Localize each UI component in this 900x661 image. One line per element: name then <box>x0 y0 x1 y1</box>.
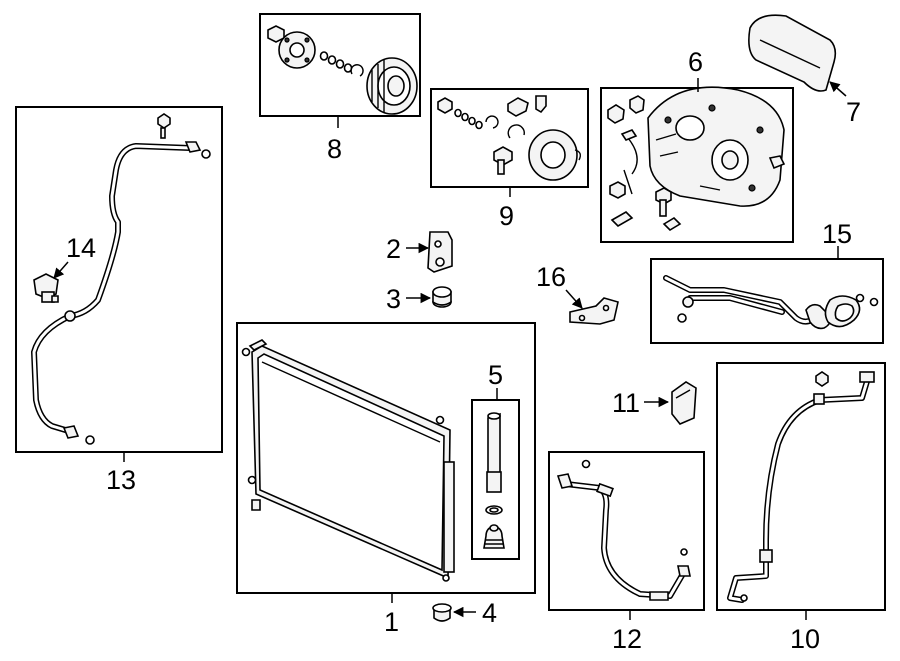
callout-1: 1 <box>384 607 399 637</box>
item-7-pad[interactable]: 7 <box>748 14 861 127</box>
callout-11: 11 <box>612 388 640 418</box>
callout-8: 8 <box>327 134 342 164</box>
bracket-11-edge <box>675 389 691 399</box>
callout-3: 3 <box>386 284 401 314</box>
callout-6: 6 <box>688 47 703 77</box>
compressor-icon <box>607 86 786 232</box>
group-8-frame <box>259 13 421 117</box>
group-8-clutch-pulley[interactable]: 8 <box>259 13 421 164</box>
item-11-bracket[interactable]: 11 <box>612 381 697 425</box>
bracket-hole-top <box>434 240 442 248</box>
callout-12: 12 <box>612 624 642 654</box>
bracket-16-hole-a <box>578 314 586 322</box>
callout-15: 15 <box>822 219 852 249</box>
group-10-hose[interactable]: 10 <box>716 362 886 654</box>
item-16-leader <box>565 289 583 309</box>
group-13-frame <box>15 106 223 453</box>
item-7-leader <box>829 81 847 97</box>
bracket-16-hole-b <box>602 304 610 312</box>
bracket-11-icon <box>671 381 697 425</box>
group-5-frame <box>471 399 520 560</box>
group-10-frame <box>716 362 886 611</box>
clutch-pulley-icon <box>267 25 418 115</box>
condenser-icon <box>241 339 455 582</box>
pipe-icon <box>31 113 211 445</box>
hose-10-icon <box>727 371 875 603</box>
hose-12-icon <box>556 459 691 601</box>
cap-4-icon <box>432 603 452 622</box>
pipe-15-icon <box>663 275 879 330</box>
cap-icon <box>432 286 452 308</box>
pressure-switch-icon <box>33 273 59 303</box>
group-13-pipe[interactable]: 13 <box>15 106 223 495</box>
pad-ridge <box>759 39 821 69</box>
item-3-cap[interactable]: 3 <box>386 284 452 314</box>
callout-10: 10 <box>790 624 820 654</box>
bracket-hole-bottom <box>435 257 445 267</box>
item-14-pressure-switch[interactable]: 14 <box>33 233 96 303</box>
callout-7: 7 <box>846 97 861 127</box>
bracket-icon <box>427 231 453 273</box>
group-1-condenser[interactable]: 1 <box>236 322 536 637</box>
group-6-compressor[interactable]: 6 <box>600 47 794 243</box>
item-2-bracket[interactable]: 2 <box>386 231 453 273</box>
group-5-receiver-drier[interactable]: 5 <box>471 360 520 560</box>
group-15-pipe[interactable]: 15 <box>650 219 884 344</box>
item-4-cap[interactable]: 4 <box>432 598 497 628</box>
group-1-frame <box>236 322 536 594</box>
callout-5: 5 <box>488 360 503 390</box>
group-15-frame <box>650 258 884 344</box>
coil-kit-icon <box>437 95 582 181</box>
callout-2: 2 <box>386 234 401 264</box>
callout-9: 9 <box>499 201 514 231</box>
callout-16: 16 <box>536 262 566 292</box>
callout-14: 14 <box>66 233 96 263</box>
item-16-bracket[interactable]: 16 <box>536 262 619 325</box>
callout-13: 13 <box>106 465 136 495</box>
receiver-drier-icon <box>483 412 505 549</box>
group-12-frame <box>548 451 705 611</box>
group-9-coil-kit[interactable]: 9 <box>430 88 589 231</box>
callout-4: 4 <box>482 598 497 628</box>
item-14-leader <box>53 261 69 279</box>
group-12-hose[interactable]: 12 <box>548 451 705 654</box>
pad-icon <box>748 14 837 92</box>
